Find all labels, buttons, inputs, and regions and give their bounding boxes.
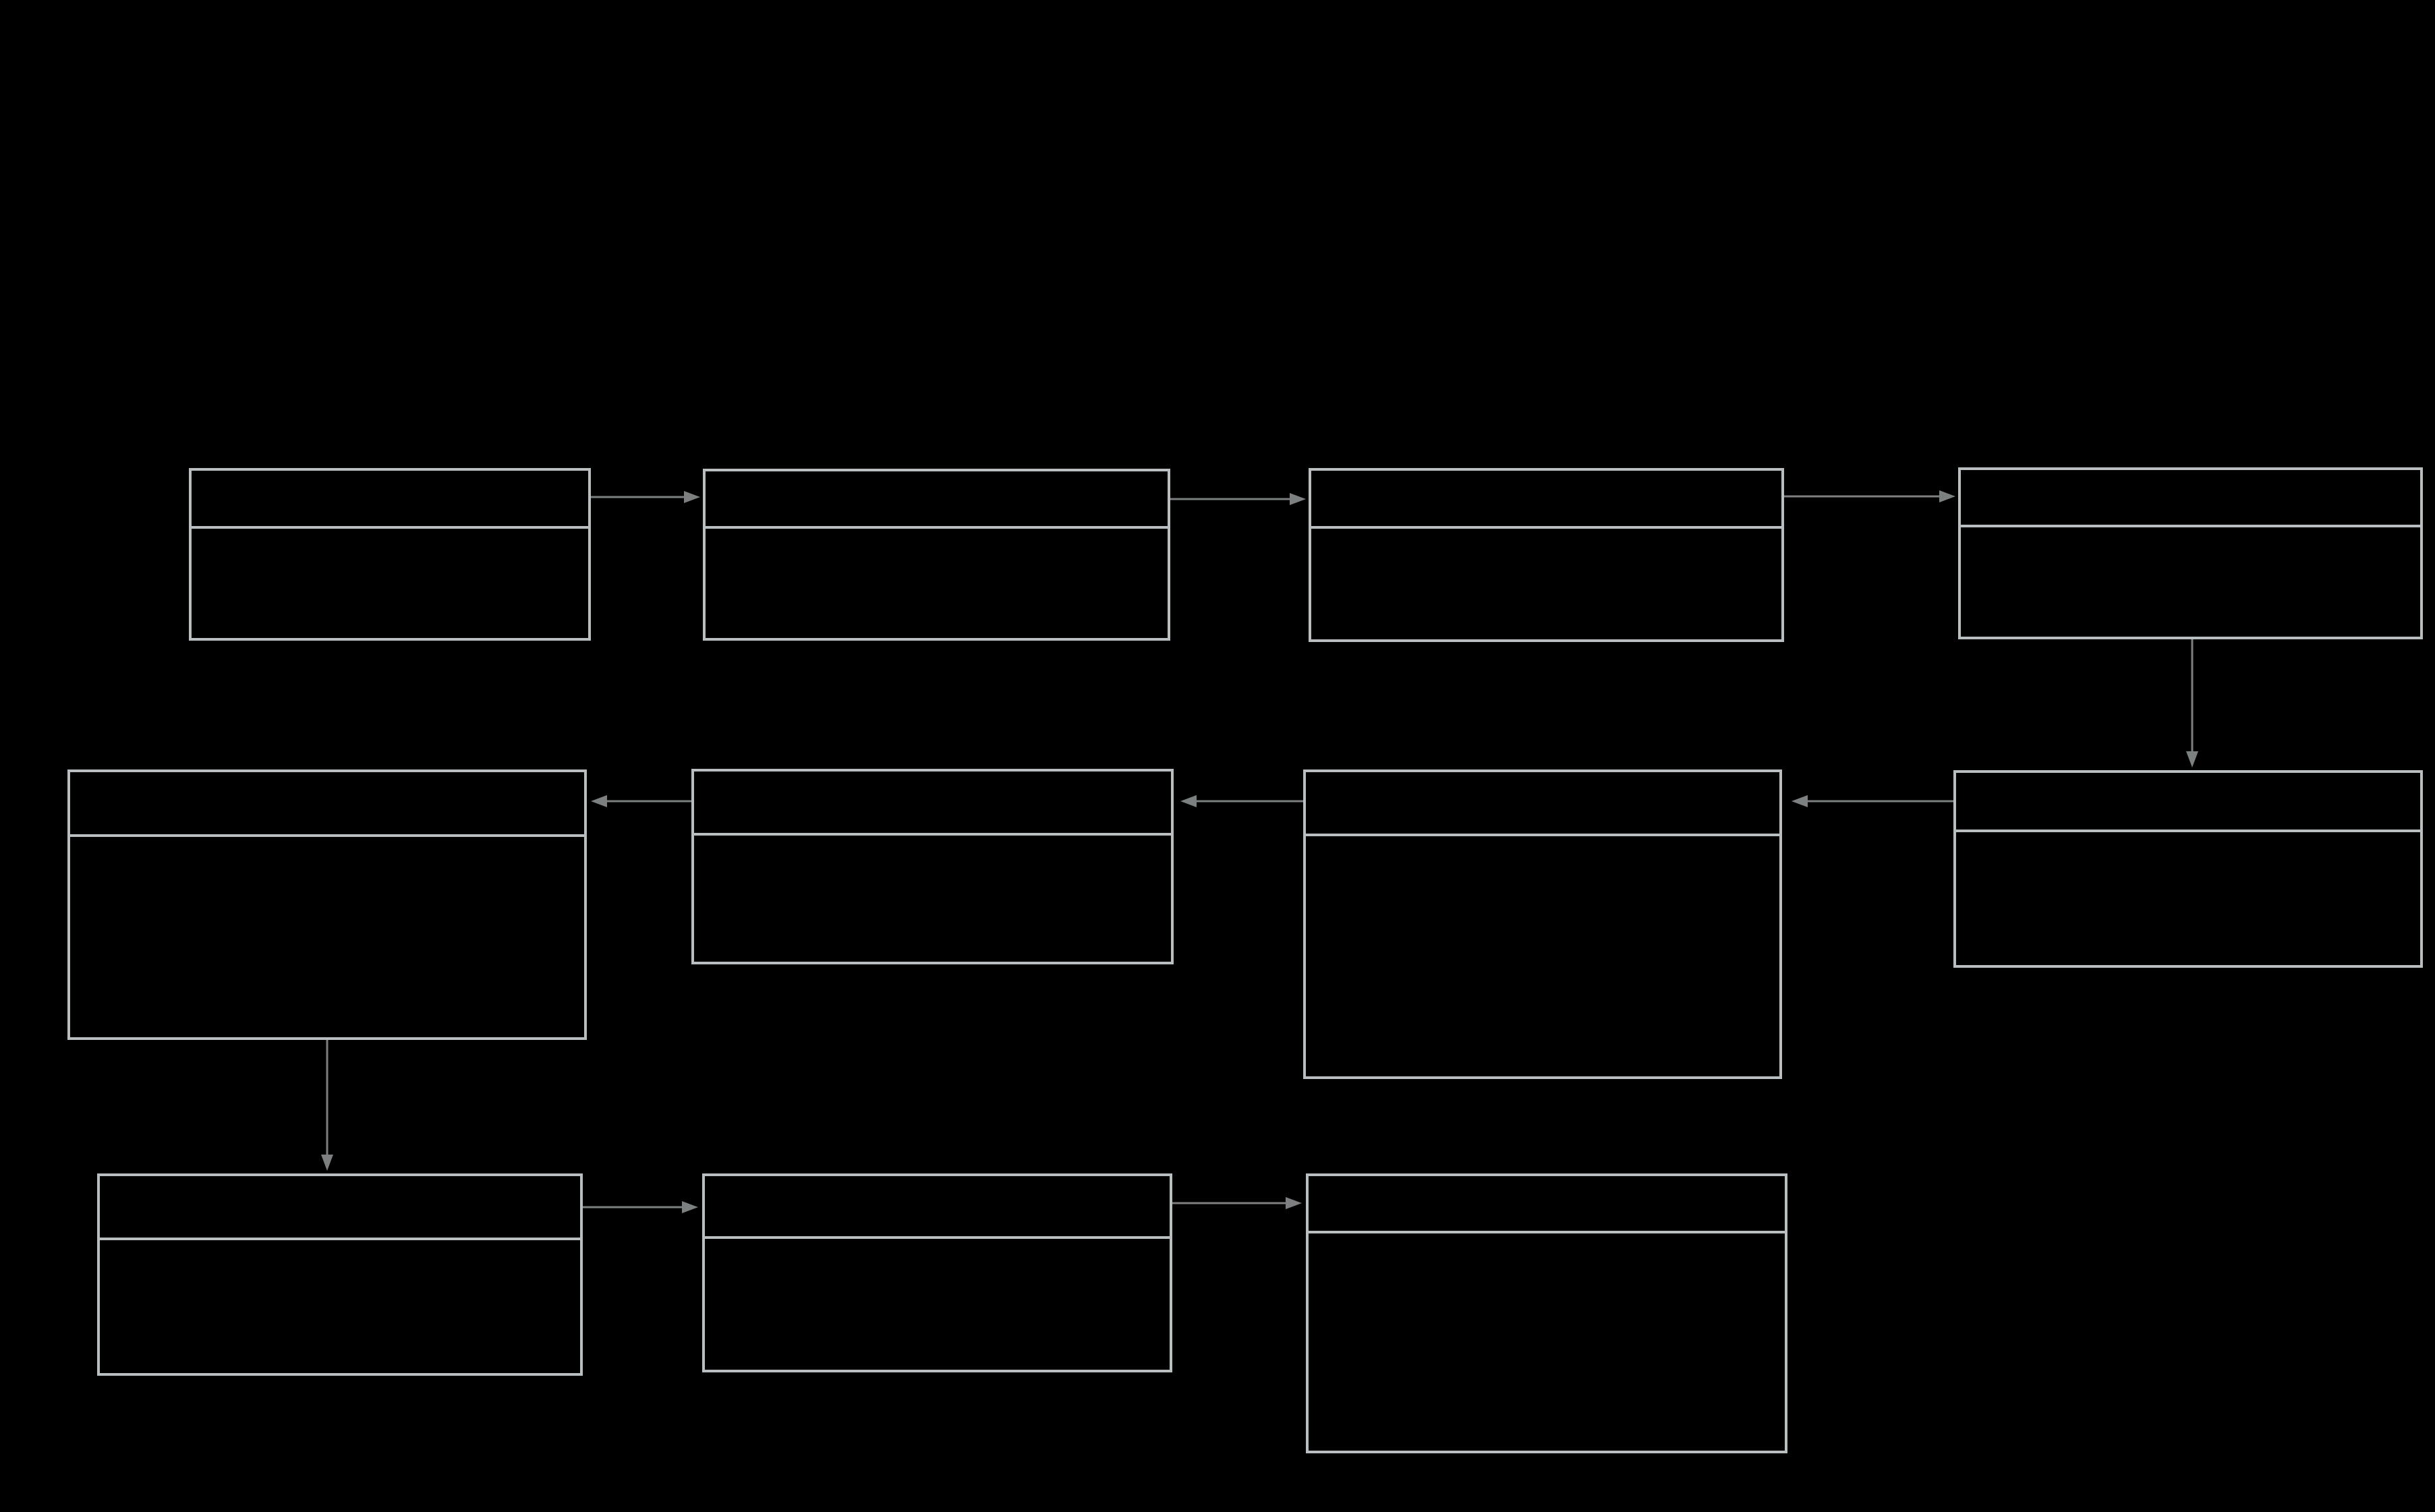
flow-node-n9 <box>97 1173 583 1376</box>
flow-node-n7 <box>691 769 1174 964</box>
node-header-compartment <box>192 471 588 529</box>
flow-node-n6 <box>1303 769 1782 1079</box>
node-header-compartment <box>706 471 1168 529</box>
flow-node-n8 <box>67 769 587 1040</box>
flow-node-n3 <box>1309 468 1784 642</box>
arrowhead-icon <box>1792 795 1808 807</box>
node-header-compartment <box>1311 471 1781 529</box>
arrowhead-icon <box>1286 1197 1302 1209</box>
arrowhead-icon <box>321 1155 333 1171</box>
flow-node-n1 <box>189 468 591 641</box>
node-header-compartment <box>1956 773 2420 832</box>
arrowhead-icon <box>591 795 607 807</box>
arrowhead-icon <box>1290 493 1306 505</box>
node-header-compartment <box>1961 470 2420 527</box>
node-header-compartment <box>100 1176 580 1240</box>
flow-node-n5 <box>1953 770 2423 968</box>
node-header-compartment <box>705 1176 1170 1239</box>
arrowhead-icon <box>684 491 700 503</box>
node-header-compartment <box>70 772 584 837</box>
node-header-compartment <box>1306 772 1779 836</box>
arrowhead-icon <box>1180 795 1197 807</box>
node-header-compartment <box>1309 1176 1785 1233</box>
flow-node-n10 <box>702 1173 1172 1372</box>
flow-node-n2 <box>703 469 1170 641</box>
arrowhead-icon <box>1939 490 1955 502</box>
flow-node-n11 <box>1306 1173 1787 1453</box>
arrowhead-icon <box>2186 751 2198 767</box>
arrowhead-icon <box>682 1201 698 1213</box>
node-header-compartment <box>694 772 1171 836</box>
flow-node-n4 <box>1958 467 2423 639</box>
